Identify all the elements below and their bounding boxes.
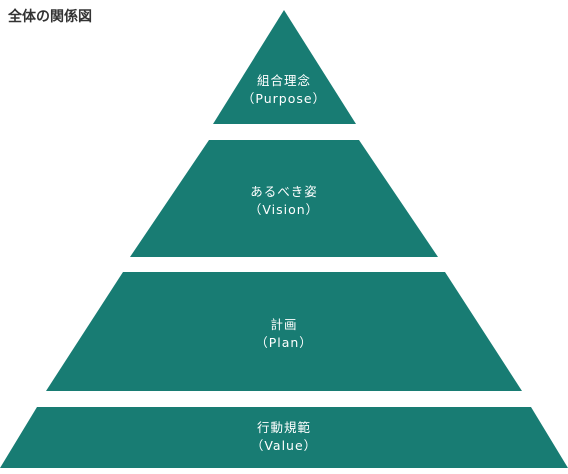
diagram-title: 全体の関係図	[8, 9, 92, 25]
layer-english: （Value）	[250, 438, 318, 453]
pyramid-layer-value	[0, 407, 568, 468]
layer-label-value: 行動規範 （Value）	[0, 419, 568, 455]
pyramid-layer-vision	[130, 140, 438, 257]
layer-name: 組合理念	[256, 73, 311, 88]
layer-name: 計画	[270, 317, 298, 332]
layer-label-vision: あるべき姿 （Vision）	[0, 183, 568, 219]
layer-label-purpose: 組合理念 （Purpose）	[0, 72, 568, 108]
layer-english: （Vision）	[248, 202, 320, 217]
pyramid-layer-plan	[46, 272, 522, 391]
layer-name: あるべき姿	[250, 184, 318, 199]
layer-english: （Plan）	[255, 335, 313, 350]
layer-english: （Purpose）	[241, 91, 327, 106]
layer-label-plan: 計画 （Plan）	[0, 316, 568, 352]
pyramid-layer-purpose	[213, 10, 356, 124]
layer-name: 行動規範	[256, 420, 311, 435]
